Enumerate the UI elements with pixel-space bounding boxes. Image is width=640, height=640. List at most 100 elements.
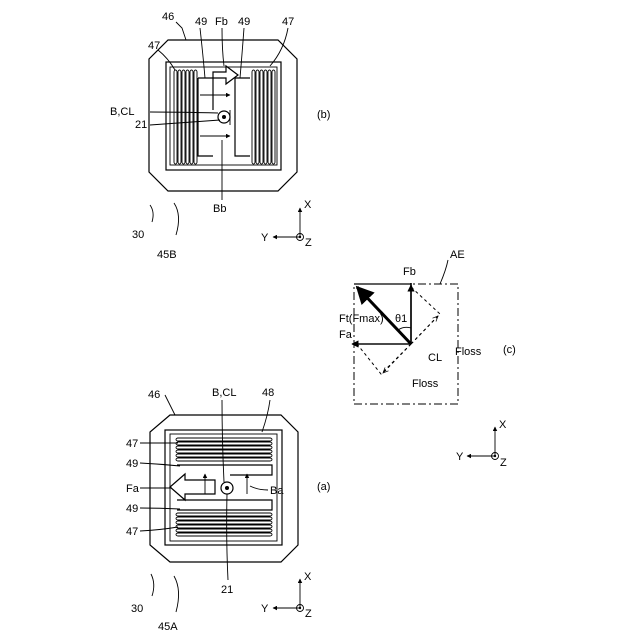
label-46-a: 46 — [148, 389, 160, 401]
leader-fb — [222, 28, 224, 66]
label-21-a: 21 — [221, 584, 233, 596]
rail-top-a — [177, 465, 272, 475]
leader-46-b — [176, 22, 186, 40]
label-48: 48 — [262, 387, 274, 399]
coil-right-b — [252, 70, 275, 164]
coil-strip — [256, 70, 259, 164]
coil-strip — [176, 446, 272, 449]
coil-strip — [176, 529, 272, 532]
leader-48 — [262, 400, 270, 432]
center-dot-b — [222, 115, 226, 119]
label-floss-b: Floss — [455, 346, 482, 358]
axis-y-a: Y — [261, 603, 269, 615]
axes-a: X Y Z — [261, 571, 312, 620]
floss-arrow-lower — [383, 344, 411, 373]
label-cl-c: CL — [428, 352, 442, 364]
coil-strip — [176, 525, 272, 528]
label-30-a: 30 — [131, 603, 143, 615]
theta-arc — [398, 327, 411, 330]
coil-strip — [176, 450, 272, 453]
axis-x-c: X — [499, 419, 507, 431]
label-47-left-b: 47 — [148, 40, 160, 52]
leader-49-bottom-a — [140, 508, 180, 509]
leader-21-a — [227, 494, 228, 580]
leader-bcl-b — [150, 112, 218, 113]
label-45b: 45B — [157, 249, 177, 261]
label-49-top-a: 49 — [126, 458, 138, 470]
floss-arrow-right — [411, 316, 438, 344]
coil-strip — [176, 458, 272, 461]
label-fa-c: Fa — [339, 329, 353, 341]
axes-c: X Y Z — [456, 419, 507, 469]
label-bcl-b: B,CL — [110, 106, 134, 118]
label-49-right-b: 49 — [238, 16, 250, 28]
coil-strip — [194, 70, 197, 164]
coil-strip — [176, 438, 272, 441]
axis-x-a: X — [304, 571, 312, 583]
label-49-left-b: 49 — [195, 16, 207, 28]
label-bcl-a: B,CL — [212, 387, 236, 399]
coil-strip — [272, 70, 275, 164]
axes-b: X Y Z — [261, 199, 312, 249]
leader-49-top-a — [140, 463, 180, 466]
coil-strip — [260, 70, 263, 164]
rail-bottom-a — [177, 500, 272, 510]
label-fb-b: Fb — [215, 16, 228, 28]
leader-49-left — [200, 28, 205, 78]
caption-c: (c) — [503, 344, 516, 356]
label-45a: 45A — [158, 621, 178, 633]
force-arrow-a — [170, 474, 215, 500]
leader-45b — [174, 203, 179, 235]
coil-strip — [182, 70, 185, 164]
coil-strip — [252, 70, 255, 164]
floss-dashed-lower — [357, 344, 411, 374]
rail-left-b — [198, 78, 213, 156]
label-30-b: 30 — [132, 229, 144, 241]
label-bb: Bb — [213, 203, 226, 215]
leader-ba — [250, 486, 268, 490]
coil-strip — [176, 521, 272, 524]
coil-strip — [176, 533, 272, 536]
label-47-bottom-a: 47 — [126, 526, 138, 538]
label-ae: AE — [450, 249, 465, 261]
leader-47-bottom-a — [140, 527, 178, 531]
label-ba: Ba — [270, 485, 284, 497]
axis-z-a: Z — [305, 608, 312, 620]
coil-left-b — [174, 70, 197, 164]
coil-strip — [176, 442, 272, 445]
caption-b: (b) — [317, 109, 330, 121]
panel-c: Fa Ft(Fmax) Fb AE θ1 CL Floss Floss (c) … — [339, 249, 516, 469]
label-fa-a: Fa — [126, 483, 140, 495]
leader-46-a — [165, 395, 175, 415]
panel-b: 46 47 49 Fb 49 47 B,CL 21 Bb (b) 30 45B … — [110, 11, 330, 261]
label-theta: θ1 — [395, 313, 407, 325]
label-21-b: 21 — [135, 119, 147, 131]
panel-a: 46 B,CL 48 47 49 Fa 49 47 Ba 21 (a) 30 4… — [126, 387, 330, 633]
leader-45a — [174, 576, 179, 612]
label-47-top-a: 47 — [126, 438, 138, 450]
label-47-right-b: 47 — [282, 16, 294, 28]
coil-strip — [178, 70, 181, 164]
coil-strip — [176, 513, 272, 516]
coil-strip — [176, 454, 272, 457]
rail-right-b — [235, 78, 250, 156]
coil-strip — [176, 517, 272, 520]
label-46-b: 46 — [162, 11, 174, 23]
coil-bottom-a — [176, 513, 272, 536]
label-fb-c: Fb — [403, 266, 416, 278]
axis-z-c: Z — [500, 457, 507, 469]
axis-y-b: Y — [261, 232, 269, 244]
leader-30-a — [151, 574, 154, 596]
coil-strip — [186, 70, 189, 164]
coil-strip — [190, 70, 193, 164]
coil-strip — [264, 70, 267, 164]
axis-x-b: X — [304, 199, 312, 211]
coil-strip — [268, 70, 271, 164]
force-arrow-b — [213, 66, 238, 84]
axis-y-c: Y — [456, 451, 464, 463]
caption-a: (a) — [317, 481, 330, 493]
coil-top-a — [176, 438, 272, 461]
label-floss-a: Floss — [412, 378, 439, 390]
floss-dashed-right — [411, 287, 440, 344]
